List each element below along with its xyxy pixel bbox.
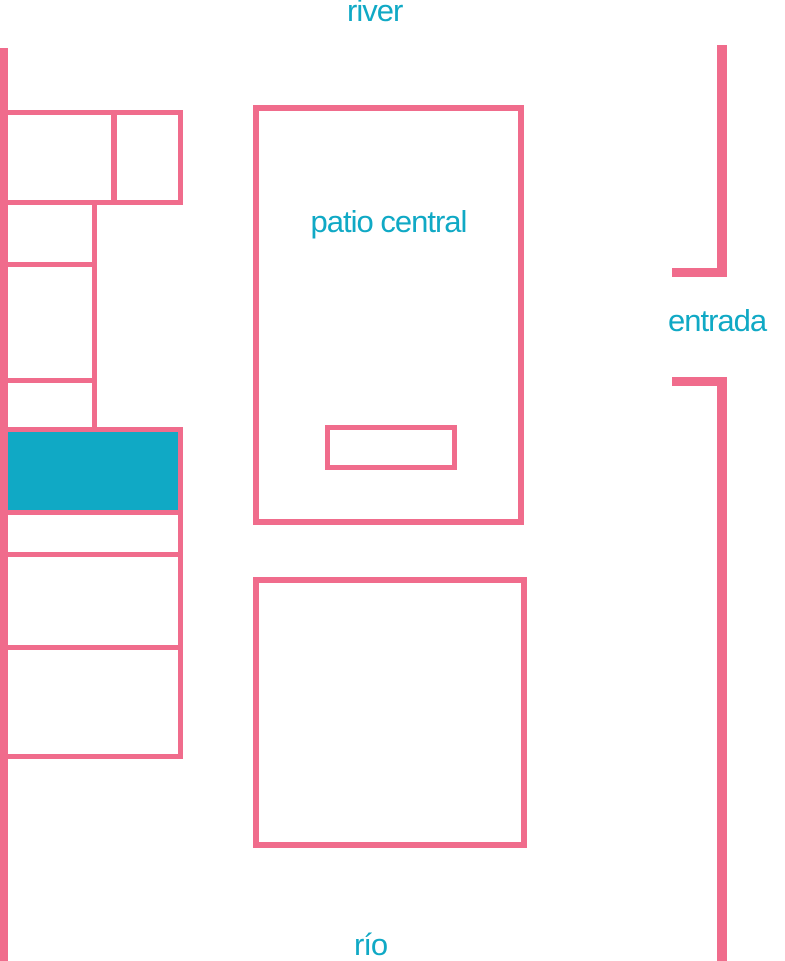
- highlighted-room: [8, 432, 178, 510]
- patio-central-label: patio central: [310, 204, 468, 239]
- label-rio: río: [354, 927, 388, 961]
- label-river: river: [347, 0, 403, 28]
- south-room: [253, 577, 527, 848]
- rooms-divider-5: [8, 510, 183, 515]
- entrance-wall-upper-vertical: [717, 45, 727, 277]
- patio-central-room: patio central: [253, 105, 524, 525]
- label-entrada: entrada: [668, 303, 767, 338]
- rooms-wall-top: [8, 110, 183, 115]
- rooms-top-divider-vertical: [111, 110, 117, 205]
- rooms-divider-7: [8, 645, 183, 650]
- patio-feature-box: [325, 425, 457, 470]
- entrance-wall-upper-stub: [672, 268, 727, 277]
- entrance-wall-lower-vertical: [717, 377, 727, 961]
- rooms-mid-vertical-wall: [92, 200, 97, 432]
- rooms-east-wall-lower: [178, 427, 183, 759]
- entrance-wall-lower-stub: [672, 377, 727, 386]
- west-wall: [0, 48, 8, 961]
- rooms-divider-3: [8, 378, 97, 383]
- rooms-divider-6: [8, 552, 183, 557]
- rooms-east-wall-upper: [178, 110, 183, 205]
- rooms-divider-2: [8, 262, 97, 267]
- rooms-wall-bottom: [8, 754, 183, 759]
